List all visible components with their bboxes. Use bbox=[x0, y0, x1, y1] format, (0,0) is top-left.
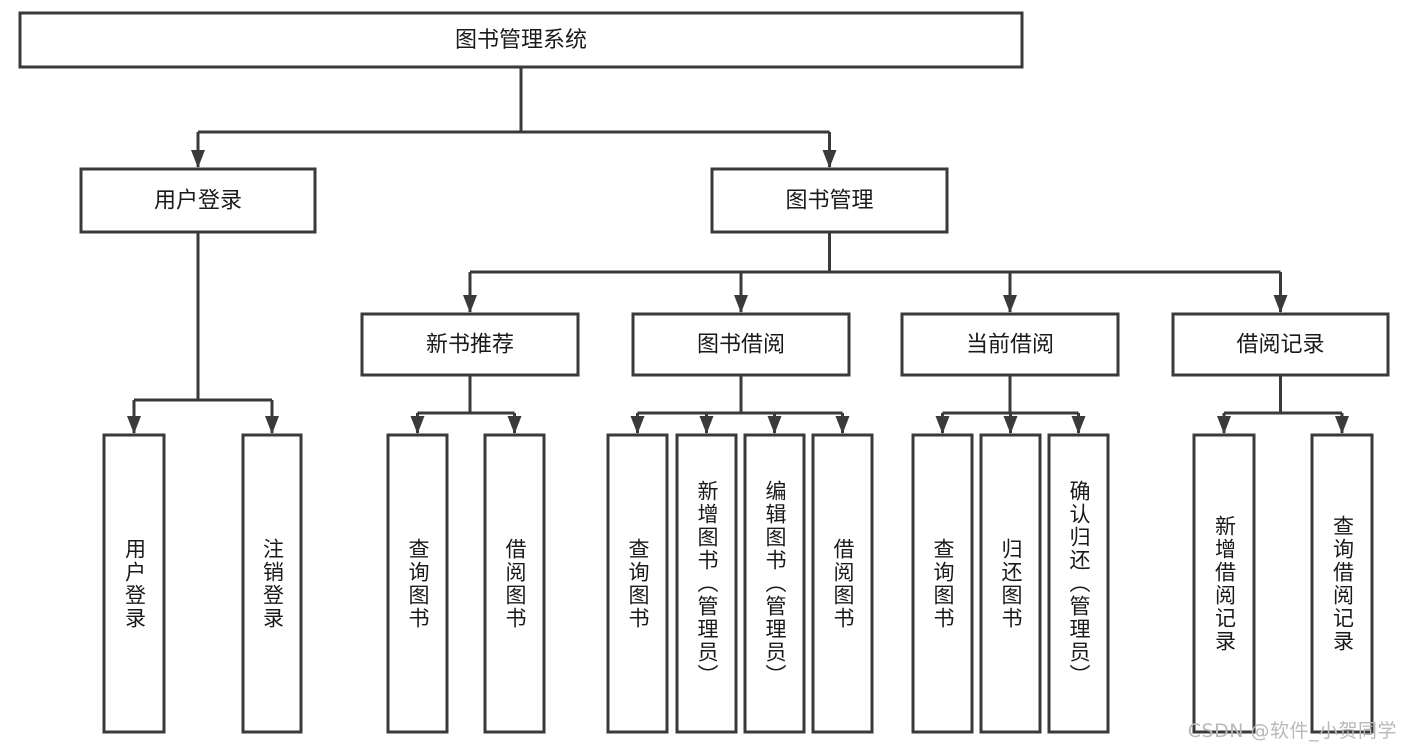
node-box-leaf-query-book-recommend[interactable] bbox=[386, 433, 449, 734]
arrow-head-icon bbox=[1071, 416, 1086, 434]
arrow-head-icon bbox=[734, 295, 748, 313]
arrow-head-icon bbox=[265, 416, 279, 434]
node-label-borrow-record: 借阅记录 bbox=[1236, 333, 1324, 358]
arrow-head-icon bbox=[822, 150, 837, 168]
arrow-head-icon bbox=[507, 416, 522, 434]
node-box-leaf-return-book[interactable] bbox=[979, 433, 1042, 734]
node-label-current-borrow: 当前借阅 bbox=[966, 333, 1054, 358]
node-label-user-login: 用户登录 bbox=[154, 189, 242, 214]
node-box-borrow-record[interactable] bbox=[1171, 312, 1390, 377]
arrow-head-icon bbox=[410, 416, 425, 434]
arrow-head-icon bbox=[1335, 416, 1349, 434]
node-box-leaf-edit-book-admin[interactable] bbox=[743, 433, 806, 734]
node-box-leaf-query-book-current[interactable] bbox=[911, 433, 974, 734]
node-label-book-borrow: 图书借阅 bbox=[697, 333, 785, 358]
arrow-head-icon bbox=[1217, 416, 1231, 434]
node-box-current-borrow[interactable] bbox=[900, 312, 1120, 377]
node-box-leaf-borrow-book[interactable] bbox=[811, 433, 874, 734]
node-label-root: 图书管理系统 bbox=[455, 28, 587, 53]
node-box-new-book-recommend[interactable] bbox=[360, 312, 580, 377]
arrow-head-icon bbox=[699, 416, 714, 434]
node-boxes bbox=[18, 11, 1390, 734]
node-box-leaf-confirm-return-admin[interactable] bbox=[1047, 433, 1110, 734]
node-label-book-manage: 图书管理 bbox=[785, 189, 873, 214]
arrow-head-icon bbox=[1003, 295, 1017, 313]
arrow-head-icon bbox=[935, 416, 950, 434]
arrow-head-icon bbox=[463, 295, 477, 313]
arrow-head-icon bbox=[835, 416, 850, 434]
arrow-head-icon bbox=[191, 150, 205, 168]
node-box-book-borrow[interactable] bbox=[631, 312, 851, 377]
connector-lines bbox=[127, 67, 1349, 434]
node-box-leaf-add-borrow-record[interactable] bbox=[1192, 433, 1256, 734]
watermark-text: CSDN @软件_小贺同学 bbox=[1187, 720, 1397, 742]
node-box-root[interactable] bbox=[18, 11, 1024, 69]
node-box-leaf-borrow-book-recommend[interactable] bbox=[483, 433, 546, 734]
arrow-head-icon bbox=[127, 416, 141, 434]
node-box-leaf-add-book-admin[interactable] bbox=[675, 433, 738, 734]
node-label-new-book-recommend: 新书推荐 bbox=[426, 333, 514, 358]
arrow-head-icon bbox=[767, 416, 782, 434]
arrow-head-icon bbox=[1273, 295, 1288, 313]
node-box-leaf-query-book-borrow[interactable] bbox=[606, 433, 669, 734]
node-box-leaf-logout[interactable] bbox=[241, 433, 303, 734]
arrow-head-icon bbox=[1003, 416, 1018, 434]
node-box-leaf-user-login[interactable] bbox=[102, 433, 166, 734]
node-box-leaf-query-borrow-record[interactable] bbox=[1310, 433, 1374, 734]
node-box-book-manage[interactable] bbox=[710, 167, 949, 234]
arrow-head-icon bbox=[630, 416, 645, 434]
node-box-user-login[interactable] bbox=[79, 167, 317, 234]
